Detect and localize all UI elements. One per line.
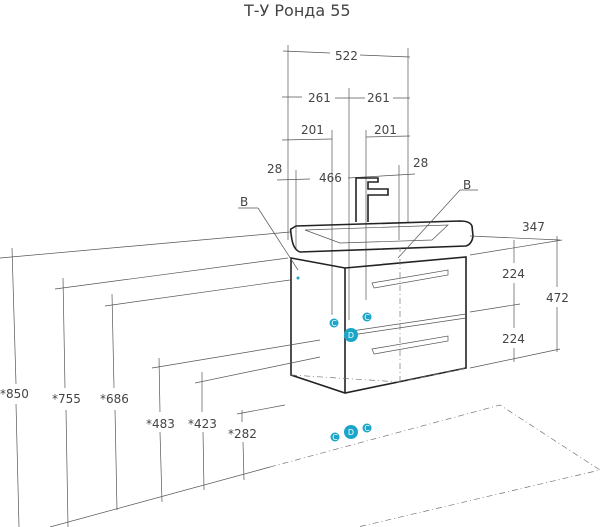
callout-leader-right [397,189,461,259]
floor-outline [269,404,600,527]
dim-423: *423 [188,417,217,431]
dim-686: *686 [100,392,129,406]
extension-lines [276,45,416,320]
right-dimension-lines [469,235,563,369]
dim-466: 466 [319,171,342,185]
dim-201-right: 201 [374,123,397,137]
dim-261-left: 261 [308,91,331,105]
vanity-cabinet [290,248,467,394]
dim-201-left: 201 [301,123,324,137]
dim-261-right: 261 [367,91,390,105]
dim-472: 472 [546,291,569,305]
dim-483: *483 [146,417,175,431]
marker-d-label: D [348,331,354,340]
dim-282: *282 [228,427,257,441]
dim-522: 522 [335,49,358,63]
drawing-title: Т-У Ронда 55 [243,1,351,20]
drawer-handle-bottom [371,335,449,355]
dim-224-bottom: 224 [502,332,525,346]
dim-850: *850 [0,387,29,401]
callout-leader-left [257,207,299,271]
marker-c-label: C [331,319,337,328]
dim-224-top: 224 [502,267,525,281]
washbasin [289,220,474,253]
dim-28-left: 28 [267,162,282,176]
marker-d [344,328,358,342]
dim-347: 347 [522,220,545,234]
faucet [355,177,389,222]
marker-c-label: C [364,313,370,322]
dim-755: *755 [52,392,81,406]
marker-c-label: C [332,433,338,442]
marker-d [344,425,358,439]
mount-point [296,276,300,280]
callout-b-left: B [240,195,248,209]
connection-markers: C C D C D C [329,312,372,442]
dim-28-right: 28 [413,156,428,170]
marker-c-label: C [364,424,370,433]
marker-c [329,318,339,328]
marker-d-label: D [348,428,354,437]
marker-c [362,312,372,322]
callout-b-right: B [463,178,471,192]
drawer-handle-top [371,269,449,289]
marker-c [330,432,340,442]
marker-c [362,423,372,433]
height-lines [0,231,321,527]
